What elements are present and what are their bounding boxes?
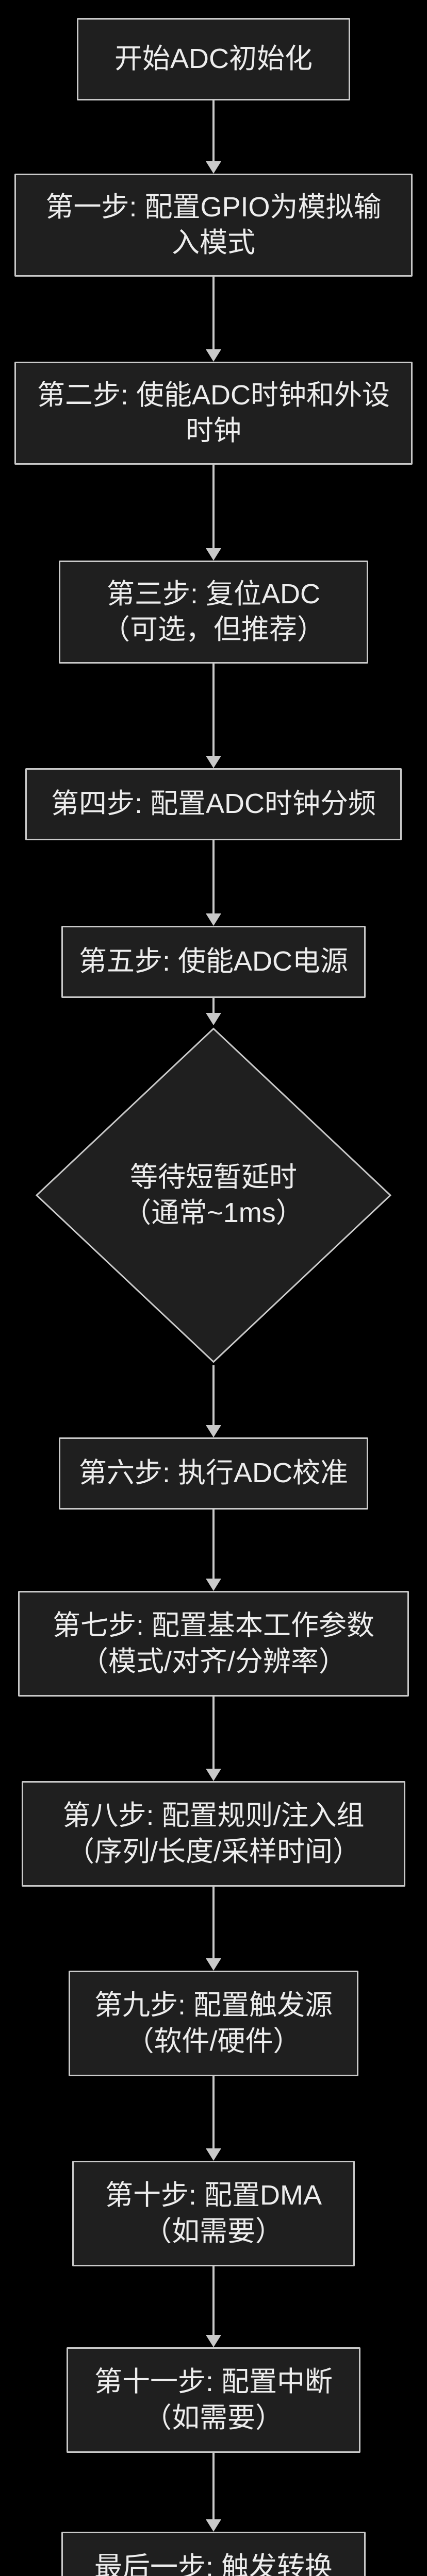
- flow-arrow: [205, 1697, 222, 1781]
- arrowhead-icon: [206, 2335, 221, 2347]
- flow-arrow: [205, 998, 222, 1025]
- node-text-line: （序列/长度/采样时间）: [66, 1836, 360, 1867]
- node-text-line: 入模式: [172, 227, 255, 258]
- arrow-line: [212, 664, 215, 758]
- node-wait-delay: 等待短暂延时 （通常~1ms）: [33, 1025, 394, 1365]
- node-text-line: 第一步: 配置GPIO为模拟输: [45, 191, 382, 223]
- node-step3-reset: 第三步: 复位ADC （可选，但推荐）: [59, 561, 368, 664]
- arrow-line: [212, 100, 215, 163]
- arrow-line: [212, 2266, 215, 2337]
- node-start: 开始ADC初始化: [77, 18, 350, 100]
- flow-arrow: [205, 1365, 222, 1437]
- flow-arrow: [205, 2453, 222, 2532]
- node-final-trigger: 最后一步: 触发转换: [61, 2532, 366, 2576]
- arrow-line: [212, 840, 215, 916]
- node-step1-gpio: 第一步: 配置GPIO为模拟输 入模式: [14, 174, 413, 277]
- arrow-line: [212, 1887, 215, 1960]
- node-text-line: 最后一步: 触发转换: [94, 2552, 333, 2576]
- arrow-line: [212, 2453, 215, 2521]
- node-text-line: 开始ADC初始化: [114, 43, 313, 75]
- node-step5-power: 第五步: 使能ADC电源: [61, 926, 366, 998]
- node-text-line: （如需要）: [144, 2402, 283, 2433]
- arrow-line: [212, 998, 215, 1015]
- node-text-line: 第六步: 执行ADC校准: [78, 1458, 349, 1489]
- node-text-line: 第十一步: 配置中断: [94, 2366, 333, 2398]
- node-step4-prescaler: 第四步: 配置ADC时钟分频: [25, 768, 402, 840]
- node-step9-trigger: 第九步: 配置触发源 （软件/硬件）: [69, 1971, 358, 2076]
- node-text-line: 等待短暂延时: [130, 1161, 297, 1193]
- arrow-line: [212, 465, 215, 550]
- node-text-line: 第九步: 配置触发源: [94, 1990, 333, 2021]
- arrow-line: [212, 1510, 215, 1581]
- arrow-line: [212, 1697, 215, 1771]
- node-step6-calibration: 第六步: 执行ADC校准: [59, 1437, 368, 1510]
- arrow-line: [212, 2076, 215, 2150]
- arrowhead-icon: [206, 548, 221, 561]
- arrowhead-icon: [206, 161, 221, 174]
- flow-arrow: [205, 840, 222, 926]
- node-step8-groups: 第八步: 配置规则/注入组 （序列/长度/采样时间）: [22, 1781, 405, 1887]
- node-text-line: （可选，但推荐）: [102, 614, 325, 645]
- node-text-line: 第五步: 使能ADC电源: [78, 946, 349, 977]
- arrowhead-icon: [206, 1769, 221, 1781]
- node-step7-params: 第七步: 配置基本工作参数 （模式/对齐/分辨率）: [18, 1591, 409, 1697]
- arrow-line: [212, 277, 215, 351]
- arrowhead-icon: [206, 2519, 221, 2532]
- arrow-line: [212, 1365, 215, 1427]
- node-text-line: （模式/对齐/分辨率）: [80, 1646, 347, 1677]
- node-text-line: （软件/硬件）: [126, 2025, 301, 2057]
- flow-arrow: [205, 2076, 222, 2161]
- node-text-line: 第三步: 复位ADC: [106, 578, 321, 609]
- diamond-shape: [33, 1025, 394, 1365]
- flow-arrow: [205, 664, 222, 768]
- node-step2-clock: 第二步: 使能ADC时钟和外设 时钟: [14, 362, 413, 465]
- arrowhead-icon: [206, 349, 221, 362]
- arrowhead-icon: [206, 1013, 221, 1025]
- arrowhead-icon: [206, 1425, 221, 1437]
- arrowhead-icon: [206, 1958, 221, 1971]
- arrowhead-icon: [206, 1579, 221, 1591]
- arrowhead-icon: [206, 756, 221, 768]
- node-text-line: 第十步: 配置DMA: [105, 2180, 322, 2211]
- arrowhead-icon: [206, 913, 221, 926]
- node-text-line: 第二步: 使能ADC时钟和外设: [37, 379, 390, 411]
- node-text-line: 第七步: 配置基本工作参数: [52, 1610, 374, 1641]
- arrowhead-icon: [206, 2148, 221, 2161]
- node-text-line: 时钟: [186, 415, 241, 446]
- diamond-text: 等待短暂延时 （通常~1ms）: [123, 1160, 304, 1231]
- node-step11-interrupt: 第十一步: 配置中断 （如需要）: [67, 2347, 360, 2453]
- node-step10-dma: 第十步: 配置DMA （如需要）: [72, 2161, 355, 2266]
- flow-arrow: [205, 465, 222, 561]
- flow-arrow: [205, 2266, 222, 2347]
- node-text-line: （如需要）: [144, 2215, 283, 2247]
- node-text-line: 第八步: 配置规则/注入组: [62, 1800, 365, 1832]
- flow-arrow: [205, 1887, 222, 1971]
- node-text-line: 第四步: 配置ADC时钟分频: [51, 788, 376, 820]
- flow-arrow: [205, 100, 222, 174]
- flow-arrow: [205, 277, 222, 362]
- node-text-line: （通常~1ms）: [123, 1197, 304, 1228]
- flow-arrow: [205, 1510, 222, 1591]
